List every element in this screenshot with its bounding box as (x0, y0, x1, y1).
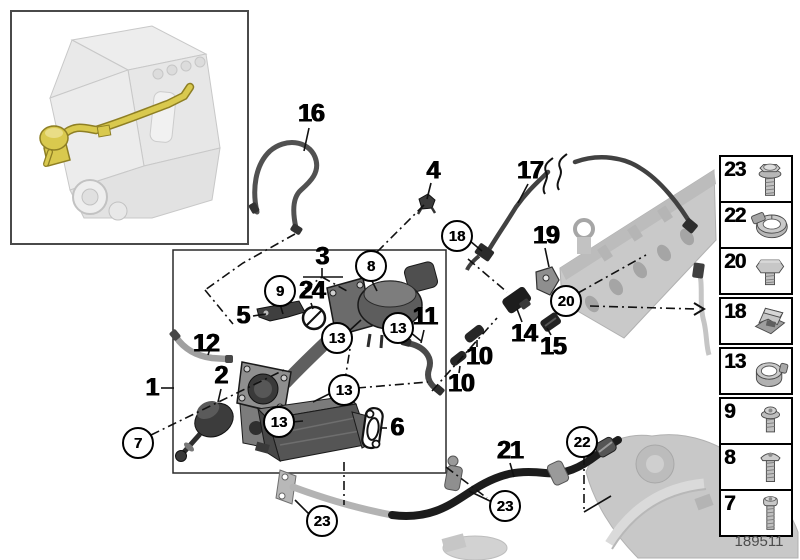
callout-13[interactable]: 13 (321, 322, 353, 354)
legend-item-number: 8 (724, 446, 736, 469)
torx-screw-short-icon (750, 401, 790, 441)
callout-8[interactable]: 8 (355, 250, 387, 282)
legend-item-number: 9 (724, 400, 736, 423)
pipe-break-marks (542, 153, 568, 195)
coolant-pipe-21 (275, 436, 622, 520)
o-ring-24 (301, 305, 327, 331)
legend-item-22[interactable]: 22 (721, 201, 791, 247)
callout-24[interactable]: 24 (299, 276, 326, 305)
callout-4[interactable]: 4 (426, 156, 441, 185)
profile-clamp-icon (750, 351, 790, 391)
egr-cooler-1 (236, 361, 379, 463)
detail-box (172, 249, 447, 474)
cylinder-head-ghost (559, 169, 717, 339)
callout-20[interactable]: 20 (550, 285, 582, 317)
doc-number: 189511 (734, 533, 784, 550)
callout-10[interactable]: 10 (448, 369, 475, 398)
bracket-4 (416, 193, 437, 215)
callout-3[interactable]: 3 (315, 242, 330, 271)
legend-item-number: 18 (724, 300, 746, 323)
callout-16[interactable]: 16 (298, 99, 325, 128)
callout-5[interactable]: 5 (236, 301, 251, 330)
clamp-22-end (594, 436, 617, 458)
legend-item-23[interactable]: 23 (721, 157, 791, 201)
callout-13[interactable]: 13 (382, 312, 414, 344)
engine-thumbnail (10, 10, 249, 245)
callout-2[interactable]: 2 (214, 361, 229, 390)
callout-22[interactable]: 22 (566, 426, 598, 458)
callout-6[interactable]: 6 (390, 413, 405, 442)
callout-15[interactable]: 15 (540, 332, 567, 361)
callout-14[interactable]: 14 (511, 319, 538, 348)
legend-item-9[interactable]: 9 (721, 399, 791, 443)
damper-2 (175, 400, 234, 462)
legend-item-8[interactable]: 8 (721, 443, 791, 489)
hex-bolt-icon (750, 251, 790, 291)
connector-15 (540, 312, 562, 332)
legend-group-4: 9 8 7 (719, 397, 793, 537)
callout-23[interactable]: 23 (489, 490, 521, 522)
callout-11[interactable]: 11 (412, 302, 438, 331)
callout-19[interactable]: 19 (533, 221, 560, 250)
sensor-14 (502, 286, 532, 314)
legend-item-18[interactable]: 18 (721, 299, 791, 343)
torx-screw-long-icon (750, 493, 790, 533)
legend-item-number: 7 (724, 492, 736, 515)
legend-item-13[interactable]: 13 (721, 349, 791, 393)
cage-nut-icon (750, 301, 790, 341)
callout-1[interactable]: 1 (145, 373, 160, 402)
callout-13[interactable]: 13 (263, 406, 295, 438)
hose-clamp-icon (750, 205, 790, 245)
hose-11 (400, 337, 445, 396)
callout-17[interactable]: 17 (517, 156, 544, 185)
legend-item-20[interactable]: 20 (721, 247, 791, 293)
legend-item-number: 13 (724, 350, 746, 373)
legend-item-number: 22 (724, 204, 746, 227)
legend-group-2: 18 (719, 297, 793, 345)
callout-7[interactable]: 7 (122, 427, 154, 459)
pressure-pipe-17 (484, 153, 698, 256)
gasket-6 (361, 407, 384, 450)
legend-item-7[interactable]: 7 (721, 489, 791, 535)
callout-12[interactable]: 12 (193, 329, 220, 358)
legend-item-number: 23 (724, 158, 746, 181)
callout-18[interactable]: 18 (441, 220, 473, 252)
callout-9[interactable]: 9 (264, 275, 296, 307)
rubber-sleeves-10 (450, 324, 485, 366)
torx-screw-medium-icon (750, 447, 790, 487)
vent-hose-16 (248, 140, 320, 235)
callout-23[interactable]: 23 (306, 505, 338, 537)
callout-13[interactable]: 13 (328, 374, 360, 406)
hose-12 (169, 329, 233, 363)
bracket-19 (535, 266, 560, 296)
legend-column: 23 22 20 18 13 9 8 7 (719, 155, 793, 539)
legend-item-number: 20 (724, 250, 746, 273)
legend-group-3: 13 (719, 347, 793, 395)
highlighted-egr-pipe (39, 82, 195, 167)
bolt-washer-icon (750, 159, 790, 199)
legend-group-1: 23 22 20 (719, 155, 793, 295)
dipstick-ghost (692, 262, 712, 356)
callout-21[interactable]: 21 (497, 436, 524, 465)
leader-lines (150, 127, 706, 515)
callout-10[interactable]: 10 (466, 342, 493, 371)
